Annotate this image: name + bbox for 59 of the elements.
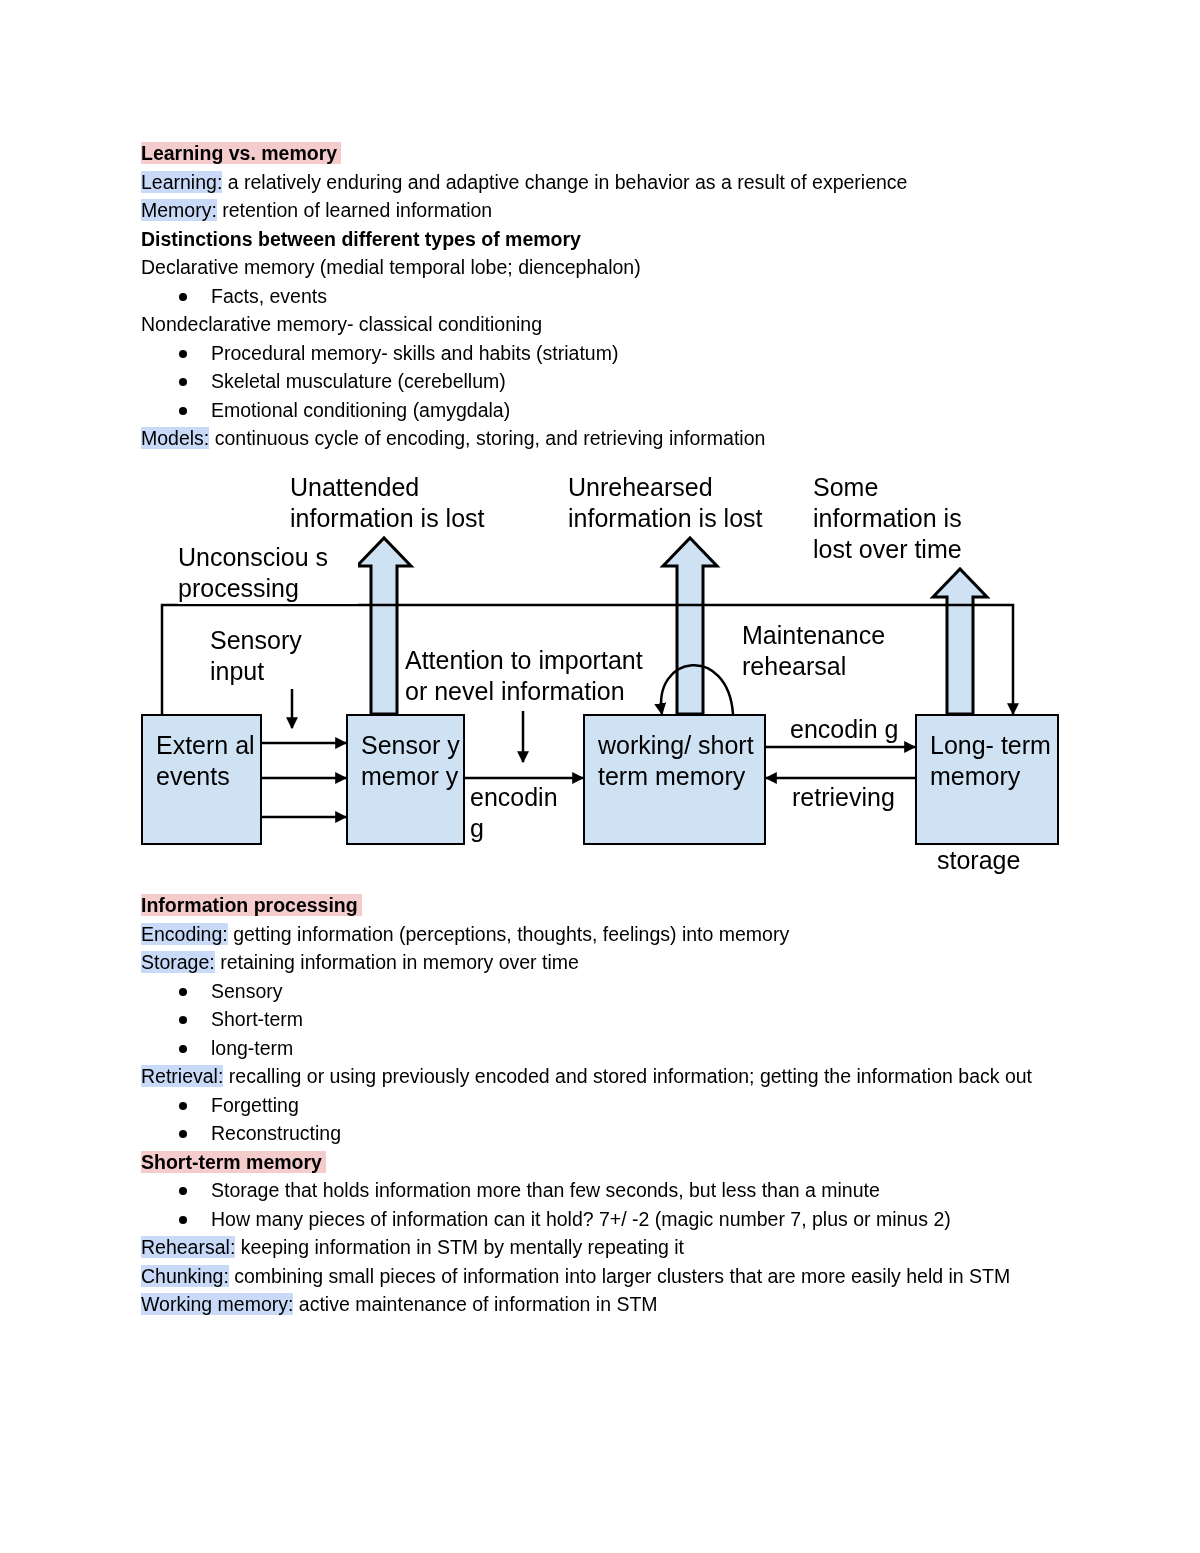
box-label: Extern al events: [156, 730, 256, 792]
caption-text: storage: [937, 845, 1021, 876]
arrow: [262, 737, 348, 749]
definition-text: continuous cycle of encoding, storing, and retrieving information: [214, 427, 766, 449]
term-label: Chunking:: [141, 1264, 229, 1287]
arrow: [262, 811, 348, 823]
list-item-text: Short-term: [211, 1008, 304, 1030]
definition-text: retaining information in memory over time: [220, 951, 579, 973]
term-label: Memory:: [141, 199, 217, 221]
term-label: Working memory:: [141, 1293, 294, 1315]
list-item-text: Reconstructing: [211, 1122, 342, 1144]
definition-text: keeping information in STM by mentally repeating it: [240, 1236, 685, 1258]
annotation-text: Unrehearsed information is lost: [568, 472, 764, 534]
memory-box: [141, 714, 262, 845]
term-label: Rehearsal:: [141, 1236, 236, 1258]
annotation-text: Some information is lost over time: [813, 472, 963, 565]
block-arrow: [929, 566, 991, 716]
term-label: Storage:: [141, 951, 215, 973]
memory-box: [346, 714, 465, 845]
subheading: Distinctions between different types of memory: [141, 227, 581, 250]
arrow: [160, 603, 1019, 716]
annotation-text: Attention to important or nevel information: [405, 645, 644, 707]
arrow: [517, 711, 529, 764]
list-item-text: Skeletal musculature (cerebellum): [211, 370, 506, 392]
list-item-text: Emotional conditioning (amygdala): [211, 398, 511, 421]
loop-arrow: [655, 664, 735, 716]
list-item-text: Sensory: [211, 979, 283, 1002]
section-heading: Information processing: [141, 894, 362, 916]
list-item-text: long-term: [211, 1036, 294, 1059]
definition-text: a relatively enduring and adaptive change in behavior as a result of experience: [227, 170, 908, 193]
term-label: Retrieval:: [141, 1065, 224, 1087]
section-heading: Short-term memory: [141, 1150, 326, 1173]
term-label: Encoding:: [141, 922, 228, 945]
definition-text: getting information (perceptions, thoughts, feelings) into memory: [233, 922, 790, 945]
annotation-text: Unattended information is lost: [290, 472, 486, 534]
box-label: working/ short term memory: [598, 730, 755, 792]
definition-text: recalling or using previously encoded and stored information; getting the information back out: [228, 1065, 1033, 1087]
list-item-text: Procedural memory- skills and habits (striatum): [211, 341, 619, 364]
arrow: [465, 772, 585, 784]
term-label: Learning:: [141, 170, 223, 193]
list-item-text: Facts, events: [211, 284, 327, 307]
list-item-text: Storage that holds information more than few seconds, but less than a minute: [211, 1179, 880, 1201]
box-label: Sensor y memor y: [361, 730, 461, 792]
body-text: Declarative memory (medial temporal lobe; diencephalon): [141, 256, 641, 278]
section-heading: Learning vs. memory: [141, 142, 342, 164]
list-item-text: How many pieces of information can it hold? 7+/ -2 (magic number 7, plus or minus 2): [211, 1207, 951, 1230]
memory-box: [583, 714, 766, 845]
list-item-text: Forgetting: [211, 1093, 299, 1116]
box-label: Long- term memory: [930, 730, 1052, 792]
definition-text: retention of learned information: [222, 199, 493, 221]
block-arrow: [659, 535, 721, 716]
annotation-text: Sensory input: [210, 625, 303, 687]
arrow: [262, 772, 348, 784]
definition-text: combining small pieces of information into larger clusters that are more easily held in STM: [234, 1264, 1011, 1287]
arrow: [286, 689, 298, 730]
body-text: Nondeclarative memory- classical conditioning: [141, 313, 542, 335]
term-label: Models:: [141, 427, 210, 449]
definition-text: active maintenance of information in STM: [298, 1293, 658, 1315]
arrow: [766, 741, 917, 753]
